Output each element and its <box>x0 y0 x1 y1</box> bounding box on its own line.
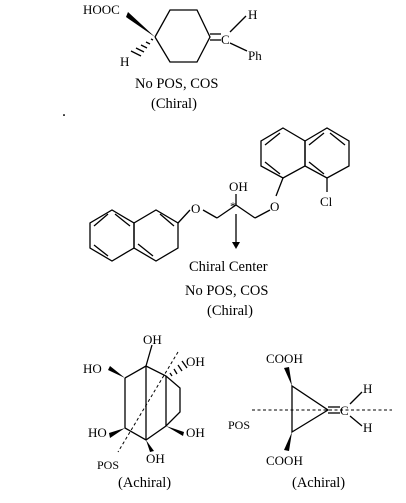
h-label-left: H <box>120 54 129 69</box>
molecule-inositol: OH OH HO HO OH OH POS (Achiral) <box>83 332 205 491</box>
stray-dot: . <box>62 103 66 120</box>
cooh-top-label: COOH <box>266 351 303 366</box>
upper-naphthalene-ring-right <box>304 127 350 179</box>
ho-left-top-label: HO <box>83 361 102 376</box>
upper-naphthalene-ring-left <box>260 127 306 179</box>
caption-chiral-center: Chiral Center <box>189 259 268 275</box>
molecule-cyclopropane: COOH COOH C H H POS (Achiral) <box>228 351 392 491</box>
oh-bottom-label: OH <box>146 451 165 466</box>
hashed-bond-h <box>130 38 154 57</box>
oh-label: OH <box>229 179 248 194</box>
plane-of-symmetry-3 <box>117 351 179 453</box>
ho-left-bottom-label: HO <box>88 425 107 440</box>
arrow-head <box>232 242 240 249</box>
hooc-label: HOOC <box>83 2 120 17</box>
molecule-cyclohexylidene: HOOC H H C Ph No POS, COS (Chiral) <box>83 2 262 112</box>
lower-naphthalene-ring-left <box>89 209 135 262</box>
bond-c-h <box>229 15 247 33</box>
wedge-bond-cooh <box>126 12 155 37</box>
pos-label-3: POS <box>97 458 119 472</box>
oh-top-label: OH <box>143 332 162 347</box>
cooh-bottom-label: COOH <box>266 453 303 468</box>
h-bottom-label: H <box>363 420 372 435</box>
bond-o-left-aryl <box>177 209 191 224</box>
h-label-right: H <box>248 7 257 22</box>
cl-label: Cl <box>320 194 333 209</box>
bond-c-ph <box>229 42 248 52</box>
molecule-naphthyl-ether: Cl O OH * O Chiral Center No POS, COS (C… <box>89 127 350 319</box>
o-left-label: O <box>191 201 200 216</box>
ph-label: Ph <box>248 48 262 63</box>
chiral-star: * <box>230 199 236 213</box>
alkene-c-label: C <box>221 32 230 47</box>
oh-right-bottom-label: OH <box>186 425 205 440</box>
caption-chirality-2: (Chiral) <box>207 303 253 319</box>
caption-achiral-4: (Achiral) <box>292 475 345 491</box>
lower-naphthalene-ring-right <box>133 209 179 262</box>
oh-right-top-label: OH <box>186 354 205 369</box>
caption-symmetry-2: No POS, COS <box>185 283 268 299</box>
caption-symmetry-1: No POS, COS <box>135 76 218 92</box>
caption-chirality-1: (Chiral) <box>151 96 197 112</box>
c-label: C <box>340 403 349 418</box>
cyclohexane-ring <box>154 9 211 63</box>
bond-o-right-aryl <box>275 177 284 197</box>
inositol-ring <box>124 365 181 441</box>
caption-achiral-3: (Achiral) <box>118 475 171 491</box>
cyclopropane-ring <box>291 384 330 434</box>
o-right-label: O <box>270 199 279 214</box>
h-top-label: H <box>363 381 372 396</box>
pos-label-4: POS <box>228 418 250 432</box>
